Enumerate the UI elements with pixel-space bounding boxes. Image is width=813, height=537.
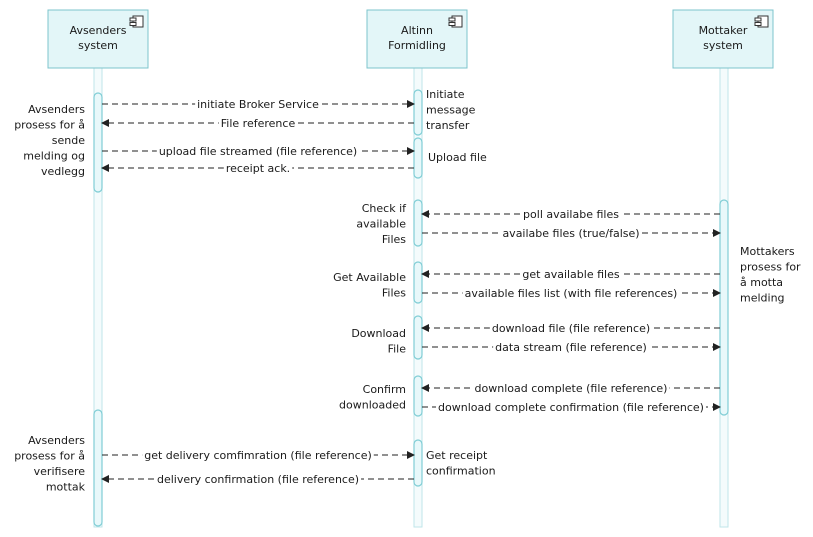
activation-bar — [413, 439, 423, 487]
message-arrow: availabe files (true/false) — [422, 227, 721, 240]
participant-sender: Avsenders system — [47, 9, 149, 69]
note-line: Files — [382, 233, 406, 246]
message-label: data stream (file reference) — [495, 341, 647, 354]
process-note: Confirm downloaded — [339, 383, 406, 412]
process-note: Mottakers prosess for å motta melding — [740, 245, 801, 305]
activation-bar — [413, 375, 423, 417]
message-label: poll availabe files — [523, 208, 619, 221]
message-arrow: File reference — [101, 117, 414, 130]
participant-receiver: Mottaker system — [672, 9, 774, 69]
note-line: Initiate — [426, 88, 465, 101]
message-label: download file (file reference) — [492, 322, 650, 335]
note-line: prosess for — [740, 261, 801, 274]
participant-label: system — [78, 39, 118, 52]
participant-label: Avsenders — [70, 24, 127, 37]
note-line: File — [388, 343, 407, 356]
message-arrow: poll availabe files — [421, 208, 720, 221]
note-line: message — [426, 104, 476, 117]
participant-label: system — [703, 39, 743, 52]
activation-bar — [413, 315, 423, 360]
note-line: melding — [740, 292, 785, 305]
note-line: mottak — [46, 481, 86, 494]
note-line: confirmation — [426, 465, 496, 478]
note-line: melding og — [23, 150, 85, 163]
note-line: verifisere — [34, 465, 86, 478]
message-arrow: get delivery comfimration (file referenc… — [102, 449, 415, 462]
message-label: download complete (file reference) — [475, 382, 668, 395]
note-line: sende — [52, 134, 85, 147]
message-label: availabe files (true/false) — [502, 227, 639, 240]
process-note: Upload file — [428, 151, 487, 164]
note-line: Get receipt — [426, 449, 488, 462]
note-line: Mottakers — [740, 245, 795, 258]
note-line: available — [356, 218, 406, 231]
activation-bar — [413, 89, 423, 136]
message-arrow: download file (file reference) — [421, 322, 720, 335]
note-line: Upload file — [428, 151, 487, 164]
note-line: Download — [351, 327, 406, 340]
message-label: upload file streamed (file reference) — [159, 145, 357, 158]
note-line: prosess for å — [14, 119, 85, 132]
note-line: transfer — [426, 119, 470, 132]
note-line: Avsenders — [28, 434, 85, 447]
message-arrow: initiate Broker Service — [102, 98, 415, 111]
activation-bar — [719, 199, 729, 416]
message-label: File reference — [221, 117, 296, 130]
participant-label: Formidling — [388, 39, 446, 52]
activation-bar — [93, 409, 103, 527]
message-label: get available files — [522, 268, 619, 281]
note-line: vedlegg — [41, 165, 85, 178]
message-arrow: download complete confirmation (file ref… — [422, 401, 721, 414]
note-line: downloaded — [339, 399, 406, 412]
message-arrow: upload file streamed (file reference) — [102, 145, 415, 158]
component-icon — [754, 15, 769, 28]
note-line: Confirm — [363, 383, 406, 396]
component-icon — [448, 15, 463, 28]
activation-bar — [413, 137, 423, 179]
component-icon — [129, 15, 144, 28]
note-line: prosess for å — [14, 450, 85, 463]
message-label: get delivery comfimration (file referenc… — [144, 449, 372, 462]
message-arrow: get available files — [421, 268, 720, 281]
message-arrow: receipt ack. — [101, 162, 414, 175]
note-line: Get Available — [333, 271, 406, 284]
message-arrow: available files list (with file referenc… — [422, 287, 721, 300]
participant-label: Altinn — [401, 24, 433, 37]
message-arrow: data stream (file reference) — [422, 341, 721, 354]
message-label: receipt ack. — [226, 162, 290, 175]
message-label: download complete confirmation (file ref… — [438, 401, 704, 414]
process-note: Avsenders prosess for å verifisere mottak — [14, 434, 85, 494]
message-arrow: delivery confirmation (file reference) — [101, 473, 414, 486]
message-label: delivery confirmation (file reference) — [157, 473, 359, 486]
note-line: å motta — [740, 276, 783, 289]
note-line: Check if — [362, 202, 407, 215]
participant-label: Mottaker — [699, 24, 748, 37]
activation-bar — [413, 199, 423, 247]
activation-bar — [93, 92, 103, 193]
process-note: Avsenders prosess for å sende melding og ved… — [14, 103, 85, 178]
process-note: Initiate message transfer — [426, 88, 476, 132]
message-label: available files list (with file referenc… — [465, 287, 678, 300]
message-arrow: download complete (file reference) — [421, 382, 720, 395]
note-line: Files — [382, 287, 406, 300]
process-note: Get receipt confirmation — [426, 449, 496, 478]
activation-bar — [413, 261, 423, 304]
message-label: initiate Broker Service — [197, 98, 319, 111]
note-line: Avsenders — [28, 103, 85, 116]
